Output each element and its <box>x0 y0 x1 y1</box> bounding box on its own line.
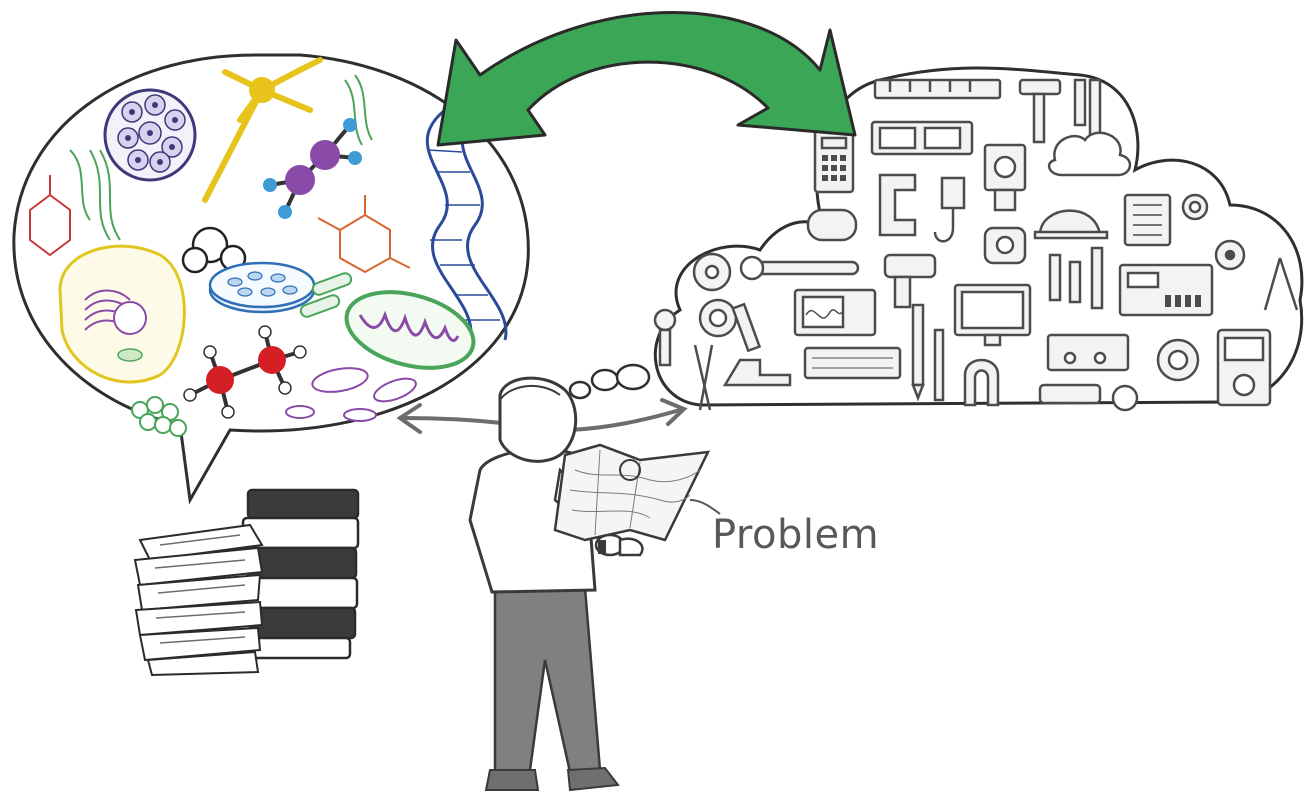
tool-icons-grid <box>653 78 1299 412</box>
crane-hook-icon <box>933 176 966 243</box>
circuit-board-icon <box>1123 193 1172 247</box>
pliers-icon <box>693 344 714 411</box>
pencil-icon <box>911 303 925 402</box>
gray-arrow-right-icon <box>568 398 688 432</box>
magnet-icon <box>963 358 1000 407</box>
purple-organelles-icon <box>285 367 417 422</box>
camera-device-icon <box>983 143 1027 212</box>
function-generator-icon <box>1118 263 1214 317</box>
chemical-formula-left-icon <box>29 175 71 257</box>
wrench-icon <box>739 255 860 281</box>
saw-blade-icon <box>692 252 732 292</box>
green-strands-icon <box>69 74 373 241</box>
hard-hat-icon <box>1033 209 1109 240</box>
fan-icon <box>1214 239 1246 271</box>
screwdriver-icon <box>1048 246 1104 310</box>
chemical-formula-orange-icon <box>317 195 411 274</box>
robot-arm-icon <box>653 308 677 367</box>
ruler-icon <box>873 78 1002 100</box>
calculator-icon <box>813 128 855 194</box>
green-rods-icon <box>299 272 353 318</box>
mouse-icon <box>806 208 858 242</box>
soldering-iron-icon <box>933 328 945 402</box>
oscilloscope-icon <box>793 288 877 337</box>
molecule-red-icon <box>183 325 307 419</box>
problem-leader-line <box>689 499 721 515</box>
multimeter-icon <box>1216 328 1272 407</box>
keyboard-icon <box>803 346 902 380</box>
thought-bubbles-icon <box>568 363 651 400</box>
books-stack-icon <box>133 488 360 677</box>
water-molecule-icon <box>181 226 247 274</box>
small-cloud-icon <box>1047 131 1132 177</box>
tool-misc-bottom-icon <box>1038 383 1139 412</box>
paper-pile-icon <box>133 523 264 677</box>
exchange-arrow-icon <box>436 11 857 147</box>
c-clamp-icon <box>878 173 917 237</box>
power-drill-icon <box>883 253 937 309</box>
green-cluster-icon <box>131 396 187 437</box>
dial-gauge-icon <box>1156 338 1200 382</box>
panel-meter-icon <box>870 120 974 156</box>
mitochondria-icon <box>344 290 476 370</box>
power-supply-icon <box>1046 333 1130 372</box>
person-reading-map-icon <box>468 376 711 792</box>
problem-label: Problem <box>712 512 880 558</box>
petri-dish-icon <box>208 261 316 314</box>
map-icon <box>553 443 711 542</box>
compass-tool-icon <box>1263 257 1299 311</box>
hammer-icon <box>1018 78 1062 144</box>
gear-icon <box>1181 193 1209 221</box>
dna-helix-icon <box>425 108 508 341</box>
molecule-blue-icon <box>263 118 362 219</box>
science-speech-bubble <box>12 53 530 505</box>
computer-monitor-icon <box>953 283 1032 347</box>
cell-cluster-icon <box>103 88 197 182</box>
bearing-icon <box>698 298 738 338</box>
tape-measure-icon <box>983 226 1027 265</box>
engineering-thought-cloud <box>653 66 1304 412</box>
animal-cell-icon <box>58 244 186 384</box>
neuron-icon <box>202 57 323 203</box>
microscope-icon <box>722 302 792 387</box>
